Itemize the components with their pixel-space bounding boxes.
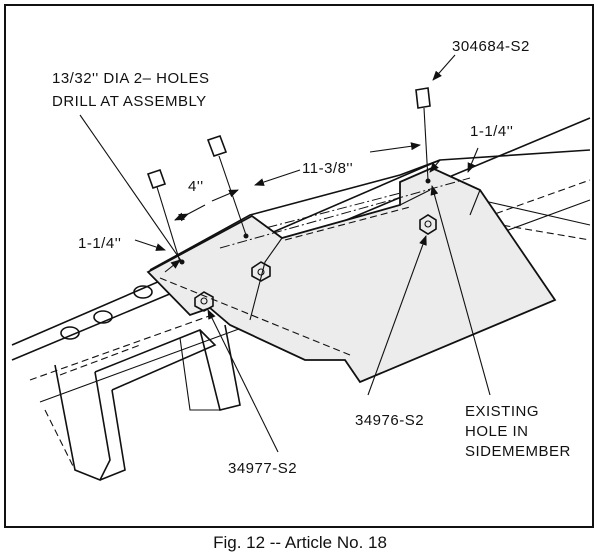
holes-label-line2: DRILL AT ASSEMBLY (52, 93, 207, 110)
reinforcement-plate (146, 167, 557, 384)
existing-hole-label-line3: SIDEMEMBER (465, 443, 571, 460)
leader-lines (79, 54, 491, 453)
dimension-4in: 4'' (188, 178, 204, 195)
dimension-right-1-1-4in: 1-1/4'' (470, 123, 514, 140)
nut-icon (194, 291, 214, 312)
rail-hole (133, 285, 153, 299)
nut-part-number-left: 34977-S2 (228, 460, 298, 477)
existing-hole-label-line2: HOLE IN (465, 423, 529, 440)
nut-icon (251, 261, 271, 282)
hole-marker (243, 233, 249, 239)
nut-icon (419, 214, 437, 235)
rail-hole (93, 310, 113, 324)
cross-member-bracket (44, 324, 241, 482)
rail-hole (60, 326, 80, 340)
dimension-11-3-8in: 11-3/8'' (302, 160, 354, 177)
figure-caption: Fig. 12 -- Article No. 18 (213, 533, 387, 552)
bolt-icon (415, 87, 431, 181)
nut-part-number-mid: 34976-S2 (355, 412, 425, 429)
existing-hole-label-line1: EXISTING (465, 403, 540, 420)
figure-frame (4, 4, 594, 528)
bolt-icon (146, 168, 181, 263)
dimension-left-1-1-4in: 1-1/4'' (78, 235, 122, 252)
hole-marker (425, 178, 431, 184)
rail-top-flange (149, 149, 591, 271)
dimension-arrow-icon (134, 142, 479, 273)
bolt-part-number: 304684-S2 (452, 38, 530, 55)
holes-label-line1: 13/32'' DIA 2– HOLES (52, 70, 210, 87)
